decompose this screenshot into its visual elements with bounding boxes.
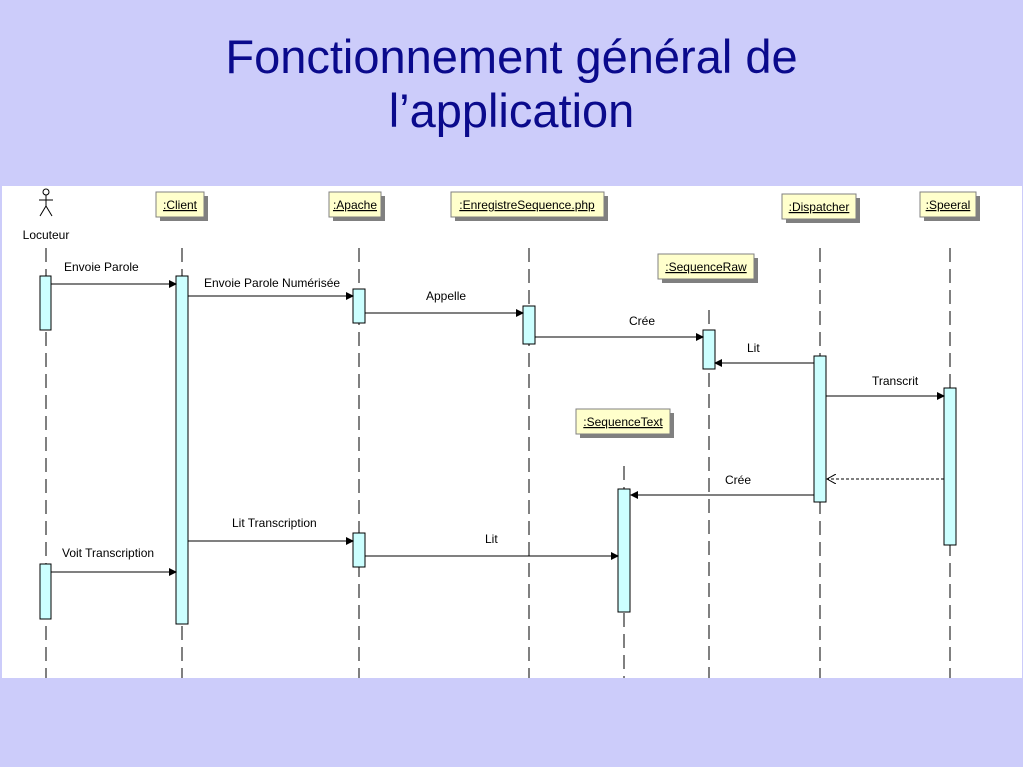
stick-figure-icon: [39, 188, 53, 217]
object-client: :Client: [155, 191, 208, 221]
sequence-diagram: Locuteur :Client :Apache :EnregistreSequ…: [2, 186, 1022, 678]
object-label: :SequenceRaw: [665, 260, 747, 274]
sequence-diagram-canvas: Locuteur :Client :Apache :EnregistreSequ…: [23, 188, 980, 678]
message-label: Voit Transcription: [62, 546, 154, 560]
message-label: Appelle: [426, 289, 466, 303]
object-label: :EnregistreSequence.php: [459, 198, 595, 212]
object-enregistresequence: :EnregistreSequence.php: [450, 191, 608, 221]
message-transcrit: Transcrit: [826, 374, 945, 400]
object-apache: :Apache: [328, 191, 385, 221]
object-label: :Dispatcher: [789, 200, 850, 214]
message-envoie-parole-numerisee: Envoie Parole Numérisée: [188, 276, 354, 300]
message-appelle: Appelle: [365, 289, 524, 317]
message-voit-transcription: Voit Transcription: [51, 546, 177, 576]
message-label: Envoie Parole Numérisée: [204, 276, 340, 290]
message-cree-sequenceraw: Crée: [535, 314, 704, 341]
object-label: :SequenceText: [583, 415, 663, 429]
activation-locuteur: [39, 275, 52, 331]
actor-label: Locuteur: [23, 228, 70, 242]
activation-sequenceraw: [702, 329, 716, 370]
activation-enregistresequence: [522, 305, 536, 345]
message-label: Crée: [725, 473, 751, 487]
message-label: Envoie Parole: [64, 260, 139, 274]
object-speeral: :Speeral: [919, 191, 980, 221]
activation-apache: [352, 288, 366, 324]
object-sequenceraw: :SequenceRaw: [657, 253, 758, 283]
message-label: Lit Transcription: [232, 516, 317, 530]
slide-title: Fonctionnement général de l’application: [0, 30, 1023, 138]
activation-locuteur: [39, 563, 52, 620]
activation-sequencetext: [617, 488, 631, 613]
message-cree-sequencetext: Crée: [630, 473, 814, 499]
slide-title-line-2: l’application: [388, 84, 635, 137]
object-label: :Speeral: [926, 198, 971, 212]
message-lit-transcription: Lit Transcription: [188, 516, 354, 545]
message-envoie-parole: Envoie Parole: [51, 260, 177, 288]
activation-speeral: [943, 387, 957, 546]
message-label: Transcrit: [872, 374, 919, 388]
message-lit-sequencetext: Lit: [365, 532, 619, 560]
slide-title-line-1: Fonctionnement général de: [225, 30, 798, 83]
activation-client: [175, 275, 189, 625]
message-label: Lit: [485, 532, 498, 546]
message-label: Lit: [747, 341, 760, 355]
object-sequencetext: :SequenceText: [575, 408, 674, 438]
object-label: :Client: [163, 198, 198, 212]
message-lit-sequenceraw: Lit: [714, 341, 814, 367]
activation-apache: [352, 532, 366, 568]
object-dispatcher: :Dispatcher: [781, 193, 860, 223]
message-label: Crée: [629, 314, 655, 328]
object-label: :Apache: [333, 198, 377, 212]
actor-locuteur: Locuteur: [23, 188, 70, 242]
activation-dispatcher: [813, 355, 827, 503]
